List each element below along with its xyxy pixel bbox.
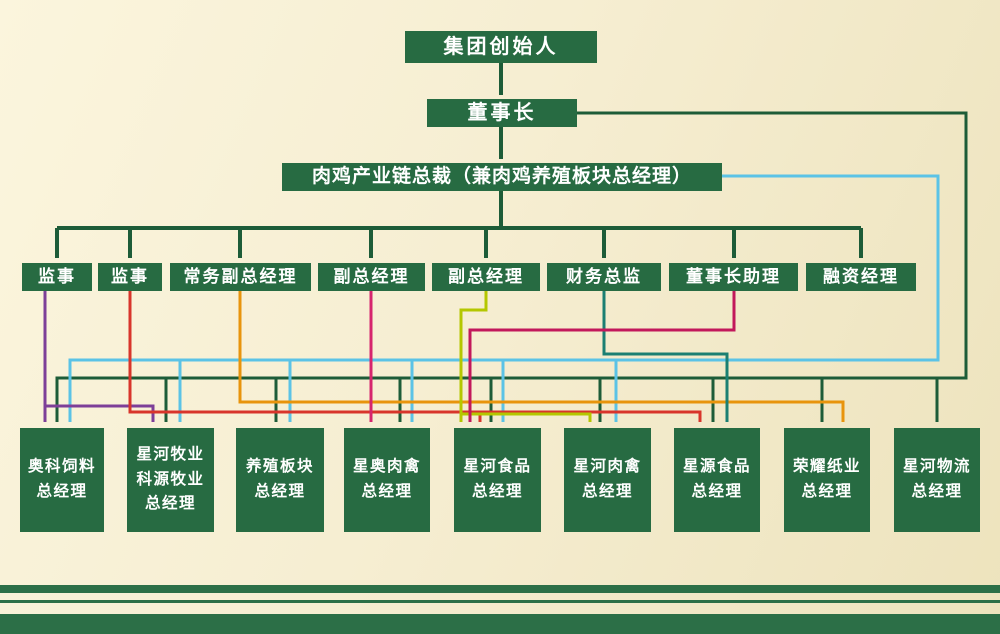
node-finance-director: 财务总监 [547,263,661,291]
node-group-founder: 集团创始人 [405,31,597,63]
node-gm-xinghe-poultry: 星河肉禽 总经理 [564,428,651,532]
node-gm-rongyao-paper: 荣耀纸业 总经理 [784,428,870,532]
node-chairman-assistant: 董事长助理 [669,263,798,291]
node-executive-deputy-gm: 常务副总经理 [170,263,311,291]
footer-stripe-3 [0,614,1000,634]
node-president: 肉鸡产业链总裁（兼肉鸡养殖板块总经理） [282,163,722,191]
node-supervisor-1: 监事 [22,263,92,291]
node-deputy-gm-1: 副总经理 [318,263,425,291]
node-financing-manager: 融资经理 [806,263,916,291]
footer-stripe-1 [0,585,1000,593]
node-gm-xingyuan-food: 星源食品 总经理 [674,428,760,532]
node-gm-xinghe-food: 星河食品 总经理 [454,428,541,532]
node-gm-xinghe-keyuan-husbandry: 星河牧业 科源牧业 总经理 [127,428,214,532]
node-gm-xinghe-logistics: 星河物流 总经理 [894,428,980,532]
node-chairman: 董事长 [427,99,577,127]
footer-stripe-2 [0,600,1000,603]
node-gm-aoke-feed: 奥科饲料 总经理 [20,428,104,532]
node-gm-breeding-sector: 养殖板块 总经理 [236,428,324,532]
node-deputy-gm-2: 副总经理 [432,263,540,291]
node-gm-xingao-poultry: 星奥肉禽 总经理 [344,428,430,532]
node-supervisor-2: 监事 [98,263,162,291]
